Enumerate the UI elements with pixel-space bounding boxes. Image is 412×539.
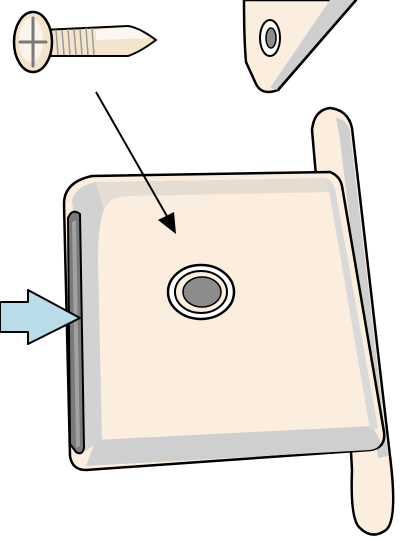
corner-bracket — [244, 0, 356, 92]
screw — [14, 12, 156, 72]
corner-bracket-hole-inner — [266, 28, 276, 48]
plate-hole-inner — [183, 277, 221, 307]
strike-plate — [64, 108, 393, 535]
screw-head-highlight — [19, 18, 43, 62]
